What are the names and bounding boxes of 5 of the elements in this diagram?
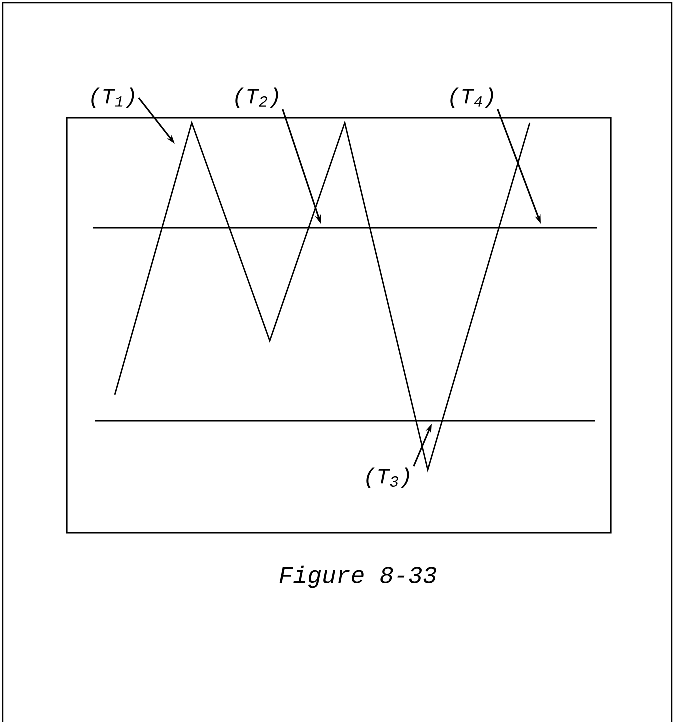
figure-caption: Figure 8-33 (280, 566, 436, 588)
label-text: (T$_{1}$) (92, 88, 134, 108)
label-text: (T$_{4}$) (450, 88, 494, 108)
label-text: (T$_{3}$) (366, 468, 410, 488)
label-text: (T$_{2}$) (236, 88, 278, 108)
